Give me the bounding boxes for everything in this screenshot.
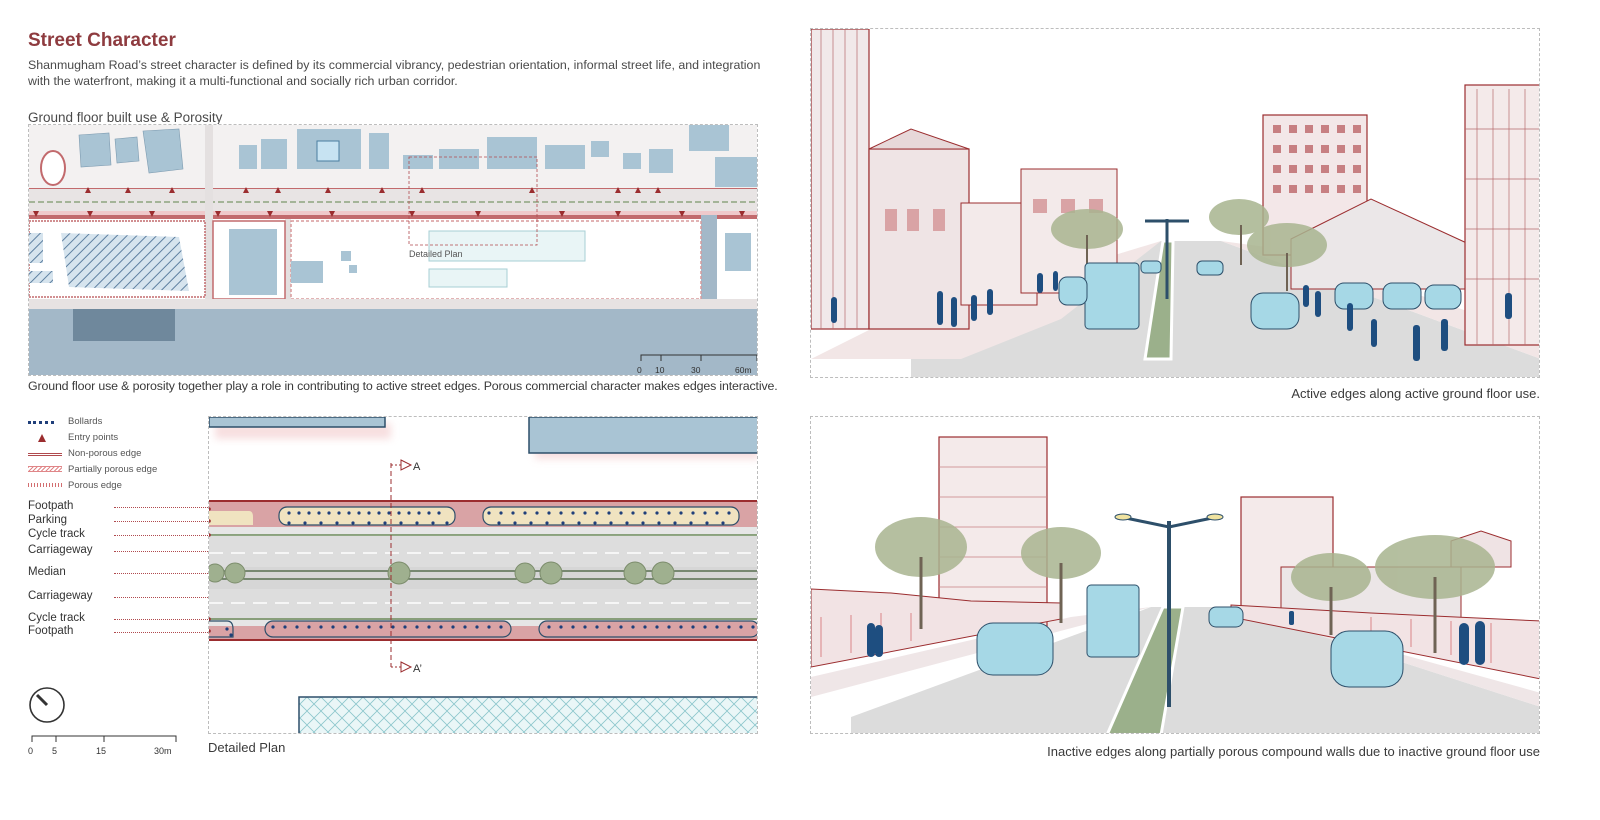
leader-cycle-bottom — [114, 619, 208, 620]
plan-scale-bar: 0 5 15 30m — [28, 730, 188, 760]
map-scale-30: 30 — [691, 365, 701, 375]
partially-porous-line-icon — [28, 466, 62, 472]
map-scale-0: 0 — [637, 365, 642, 375]
plan-scale-5: 5 — [52, 746, 57, 756]
leader-parking — [114, 521, 208, 522]
non-porous-line-icon — [28, 453, 62, 456]
ground-floor-map: Detailed Plan 0 10 30 60m — [28, 124, 758, 376]
bollard-icon — [28, 421, 54, 424]
entry-triangle-icon — [28, 433, 62, 442]
legend-partially-porous-label: Partially porous edge — [68, 463, 158, 475]
label-cycle-top: Cycle track — [28, 528, 85, 540]
plan-scale-30: 30m — [154, 746, 172, 756]
page-title: Street Character — [28, 30, 176, 51]
legend-entry: Entry points — [28, 430, 118, 444]
plan-scale-0: 0 — [28, 746, 33, 756]
legend-bollards: Bollards — [28, 414, 102, 428]
leader-footpath-top — [114, 507, 208, 508]
legend-porous-label: Porous edge — [68, 479, 122, 491]
label-carriageway-bottom: Carriageway — [28, 590, 93, 602]
section-marker-a-prime: A’ — [413, 663, 422, 675]
plan-caption: Detailed Plan — [208, 740, 286, 755]
legend-entry-label: Entry points — [68, 431, 119, 443]
label-parking: Parking — [28, 514, 67, 526]
label-footpath-bottom: Footpath — [28, 625, 74, 637]
map-caption: Ground floor use & porosity together pla… — [28, 379, 778, 393]
legend-partially-porous: Partially porous edge — [28, 462, 157, 476]
label-carriageway-top: Carriageway — [28, 544, 93, 556]
map-scale-60: 60m — [735, 365, 752, 375]
label-cycle-bottom: Cycle track — [28, 612, 85, 624]
porous-line-icon — [28, 483, 62, 487]
leader-footpath-bottom — [114, 632, 208, 633]
sketch-inactive-caption: Inactive edges along partially porous co… — [1047, 744, 1540, 759]
plan-scale-15: 15 — [96, 746, 106, 756]
intro-paragraph: Shanmugham Road’s street character is de… — [28, 58, 761, 88]
leader-carriageway-bottom — [114, 597, 208, 598]
legend-bollards-label: Bollards — [68, 415, 103, 427]
legend-non-porous-label: Non-porous edge — [68, 447, 142, 459]
leader-carriageway-top — [114, 551, 208, 552]
street-sketch-inactive — [810, 416, 1540, 734]
label-median: Median — [28, 566, 66, 578]
map-drawing: Detailed Plan 0 10 30 60m — [29, 125, 757, 375]
sketch-inactive-drawing — [811, 417, 1539, 733]
leader-median — [114, 573, 208, 574]
legend-non-porous: Non-porous edge — [28, 446, 141, 460]
north-arrow-icon — [28, 686, 66, 724]
sketch-active-drawing — [811, 29, 1539, 377]
plan-drawing: A A’ — [209, 417, 757, 733]
detailed-plan: A A’ — [208, 416, 758, 734]
map-title: Ground floor built use & Porosity — [28, 110, 223, 125]
leader-cycle-top — [114, 535, 208, 536]
section-marker-a: A — [413, 461, 421, 473]
legend-porous: Porous edge — [28, 478, 122, 492]
sketch-active-caption: Active edges along active ground floor u… — [1291, 386, 1540, 401]
street-sketch-active — [810, 28, 1540, 378]
map-scale-10: 10 — [655, 365, 665, 375]
detailed-plan-marker: Detailed Plan — [409, 249, 463, 259]
label-footpath-top: Footpath — [28, 500, 74, 512]
